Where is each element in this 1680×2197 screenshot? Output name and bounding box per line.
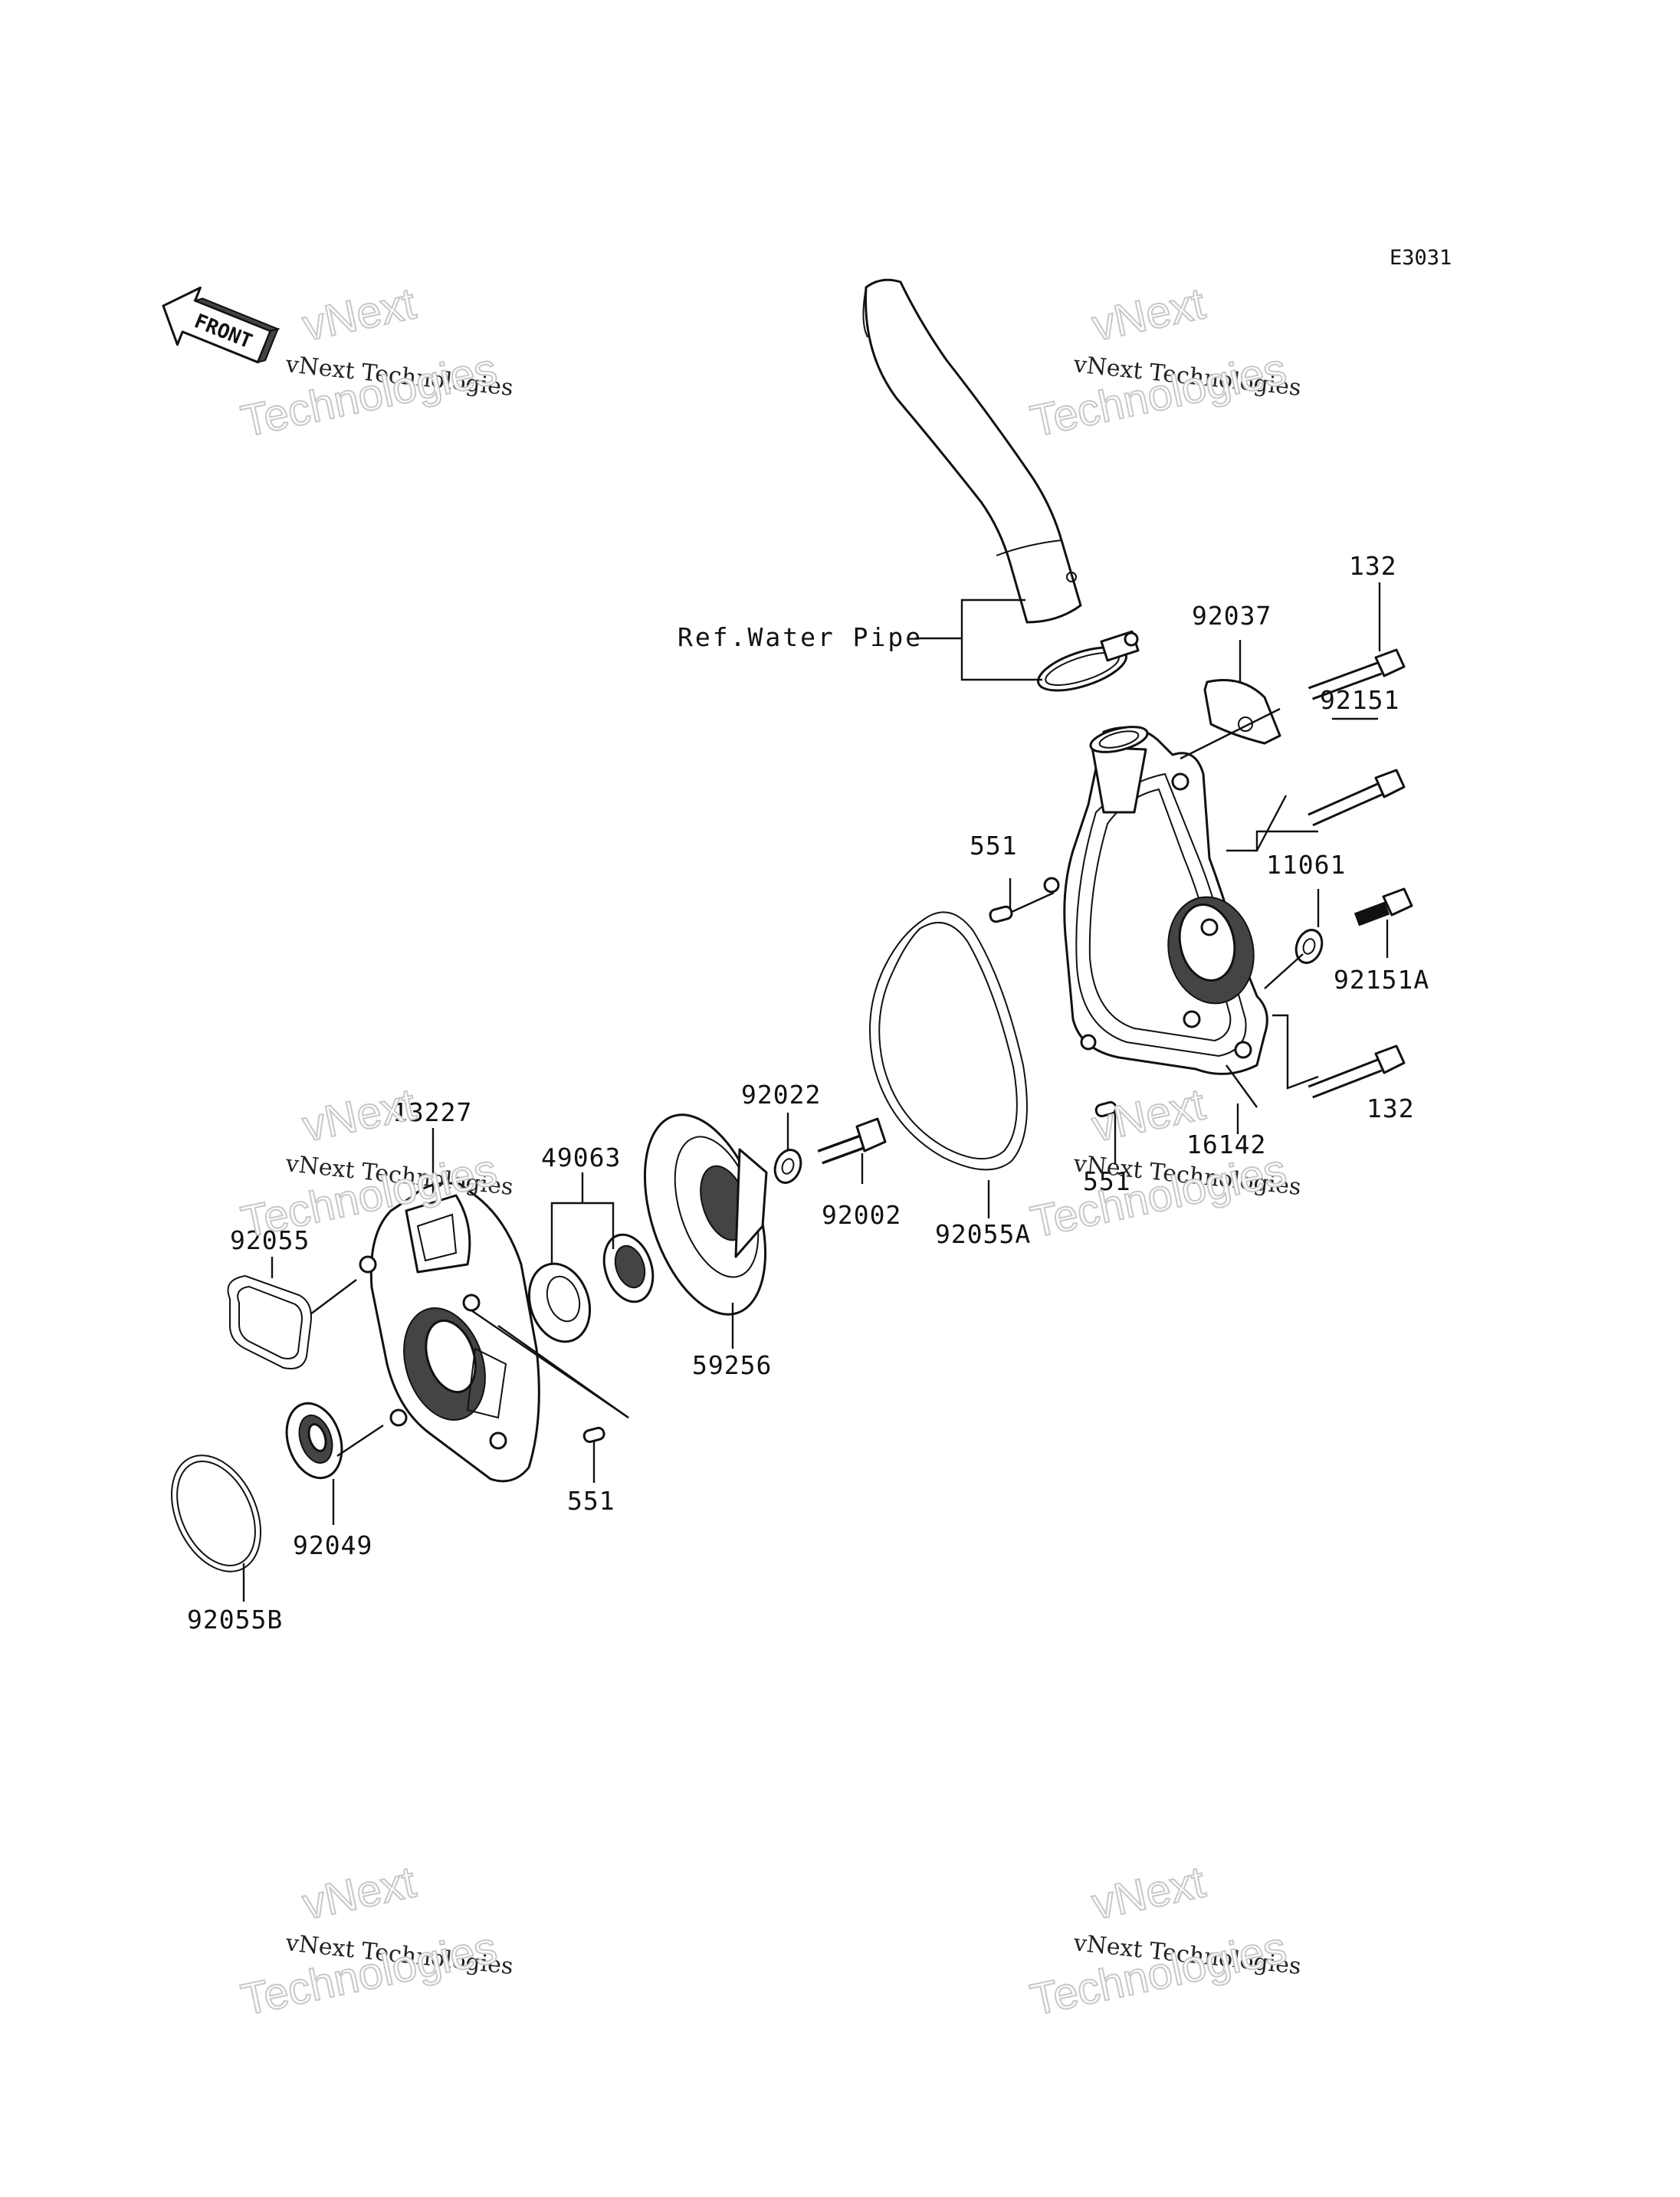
ref-bracket <box>960 598 1042 681</box>
callout-92055a: 92055A <box>935 1219 1031 1249</box>
callout-59256: 59256 <box>692 1350 772 1380</box>
callout-132-bottom: 132 <box>1367 1094 1415 1123</box>
bolt-92151a <box>1354 887 1413 926</box>
callout-49063: 49063 <box>541 1143 621 1172</box>
callout-132-top: 132 <box>1349 551 1397 581</box>
impeller-59256 <box>643 1113 768 1316</box>
callout-13227: 13227 <box>392 1097 472 1127</box>
o-ring-92055 <box>227 1274 312 1369</box>
pump-cover-13227 <box>359 1182 540 1483</box>
diagram-code: E3031 <box>1390 246 1452 270</box>
callout-551-bottom: 551 <box>567 1486 615 1516</box>
callout-92022: 92022 <box>741 1080 821 1110</box>
callout-551-top: 551 <box>970 831 1018 861</box>
pump-housing <box>1043 726 1268 1075</box>
seal-49063 <box>527 1233 655 1343</box>
bolt-92002 <box>817 1117 887 1165</box>
watermark: vNext vNext Technologies Technologies <box>1025 1078 1302 1248</box>
water-pipe <box>862 278 1082 624</box>
bolt-92151 <box>1308 769 1406 827</box>
callout-92151a: 92151A <box>1334 965 1429 995</box>
dowel-551-right <box>1094 1100 1117 1118</box>
bolt-132-bottom <box>1308 1044 1406 1099</box>
o-ring-92055b <box>170 1454 262 1572</box>
callout-92037: 92037 <box>1192 601 1271 631</box>
callout-92055: 92055 <box>230 1225 310 1255</box>
callout-11061: 11061 <box>1266 850 1346 880</box>
svg-text:vNext: vNext <box>1088 1857 1209 1929</box>
watermark: vNext vNext Technologies Technologies <box>1025 277 1302 447</box>
svg-text:vNext: vNext <box>1088 278 1209 350</box>
watermark: vNext vNext Technologies Technologies <box>236 277 514 447</box>
hose-clamp <box>1037 630 1140 692</box>
callout-551-right: 551 <box>1083 1166 1131 1196</box>
svg-text:vNext: vNext <box>298 1857 420 1929</box>
leader-lines <box>242 582 1389 1602</box>
o-ring-92055a <box>869 911 1028 1171</box>
dowel-551-top <box>989 905 1013 923</box>
callout-92002: 92002 <box>822 1200 901 1230</box>
ref-water-pipe-label: Ref.Water Pipe <box>678 622 923 652</box>
callout-92049: 92049 <box>293 1530 372 1560</box>
bolt-132-top <box>1308 648 1406 700</box>
watermark: vNext vNext Technologies Technologies <box>1025 1856 1302 2025</box>
svg-text:vNext: vNext <box>298 1079 420 1151</box>
callout-16142: 16142 <box>1186 1130 1266 1159</box>
callout-92151: 92151 <box>1320 685 1399 715</box>
oil-seal-92049 <box>285 1402 343 1480</box>
washer-92022 <box>773 1149 802 1184</box>
watermark: vNext vNext Technologies Technologies <box>236 1856 514 2025</box>
bracket-92037 <box>1203 679 1281 745</box>
callout-92055b: 92055B <box>187 1605 283 1635</box>
svg-text:vNext: vNext <box>298 278 420 350</box>
dowel-551-bottom <box>582 1426 605 1444</box>
front-arrow-icon: FRONT <box>162 286 281 364</box>
